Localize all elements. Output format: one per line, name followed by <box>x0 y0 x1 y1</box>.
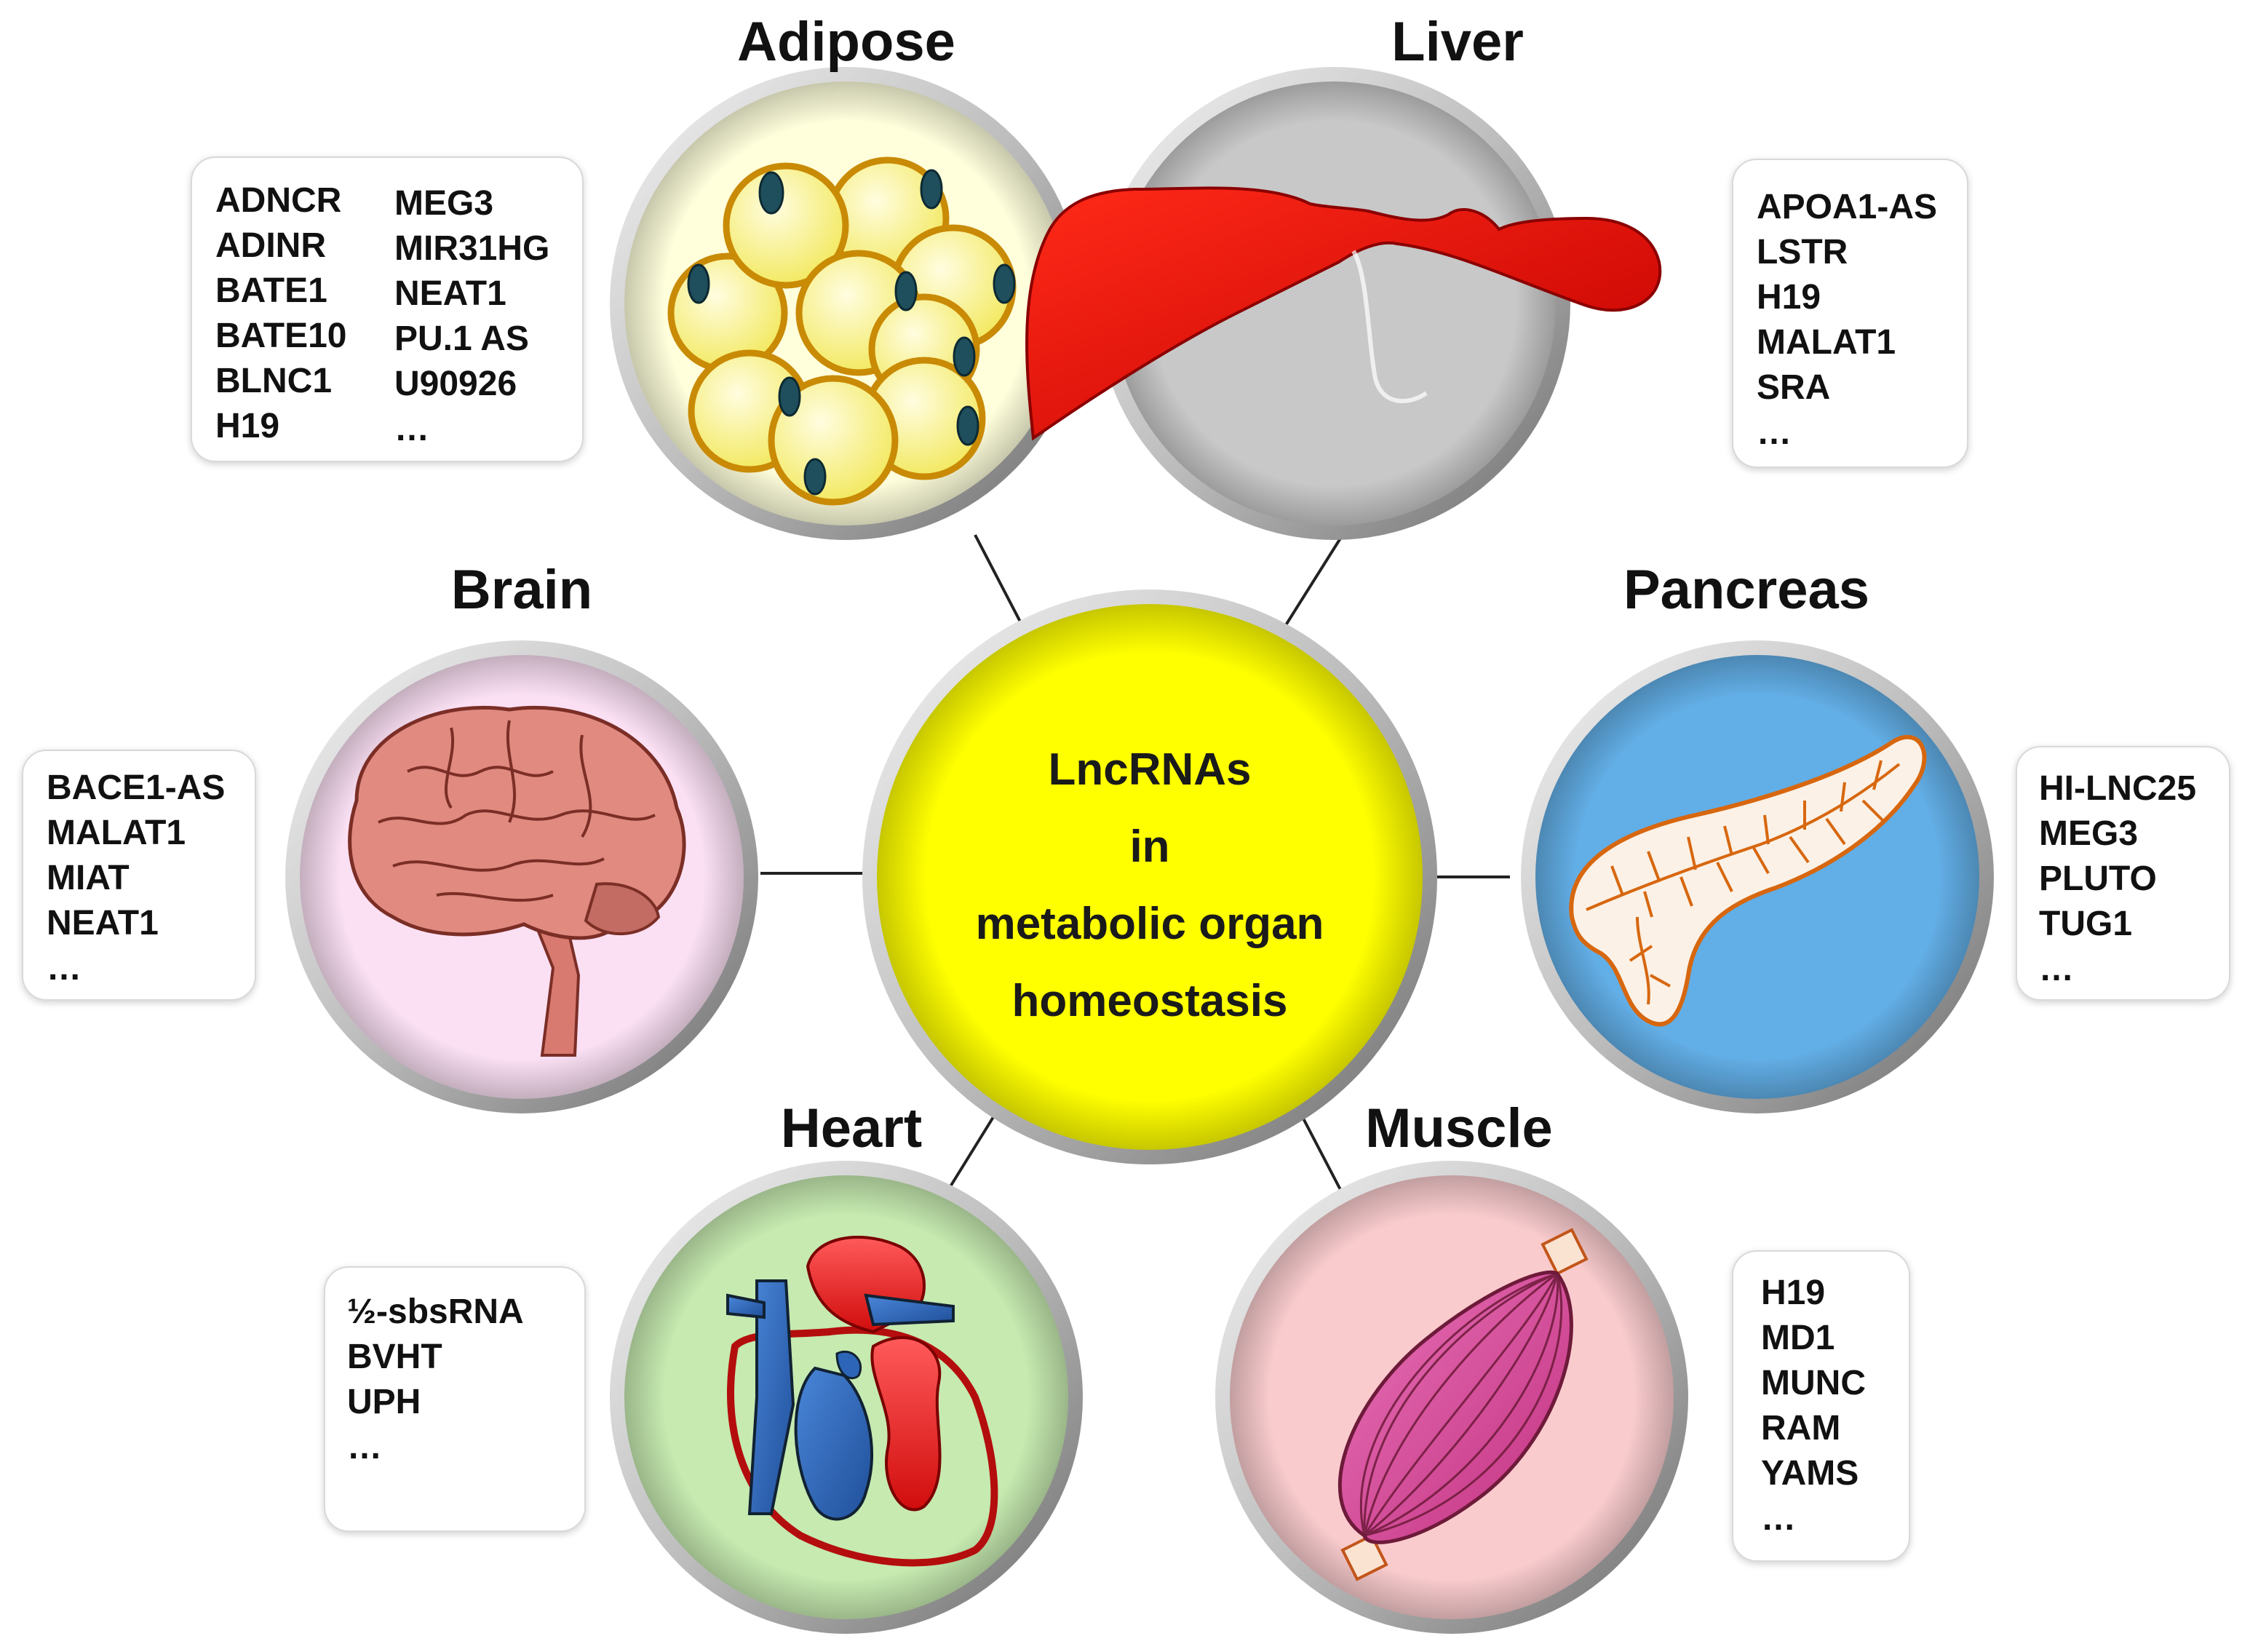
adipose-gene-box: ADNCR ADINR BATE1 BATE10 BLNC1 H19 MEG3 … <box>191 156 584 462</box>
gene-item: YAMS <box>1761 1454 1859 1493</box>
heart-node <box>610 1161 1083 1634</box>
gene-item: PU.1 AS <box>394 319 529 358</box>
adipose-node <box>610 67 1083 540</box>
pancreas-gene-list: HI-LNC25 MEG3 PLUTO TUG1 … <box>2039 766 2196 992</box>
gene-item: … <box>1761 1499 1796 1538</box>
muscle-node <box>1215 1161 1688 1634</box>
gene-item: H19 <box>1757 278 1821 317</box>
center-line-4: homeostasis <box>1011 976 1288 1026</box>
gene-item: APOA1-AS <box>1757 188 1938 226</box>
gene-item: NEAT1 <box>394 274 506 313</box>
pancreas-icon <box>1569 734 1927 1027</box>
gene-item: ADNCR <box>215 181 342 220</box>
muscle-icon <box>1337 1228 1589 1581</box>
gene-item: H19 <box>1761 1274 1826 1312</box>
gene-item: RAM <box>1761 1409 1841 1448</box>
gene-item: MALAT1 <box>1757 323 1896 362</box>
gene-item: … <box>1757 413 1792 452</box>
pancreas-gene-box: HI-LNC25 MEG3 PLUTO TUG1 … <box>2016 746 2230 1001</box>
gene-item: MALAT1 <box>47 814 186 852</box>
gene-item: … <box>47 949 82 988</box>
heart-gene-box: ½-sbsRNA BVHT UPH … <box>324 1266 586 1532</box>
center-line-3: metabolic organ <box>975 899 1324 949</box>
pancreas-title: Pancreas <box>1623 559 1870 621</box>
gene-item: MIR31HG <box>394 229 550 268</box>
gene-item: BLNC1 <box>215 362 333 400</box>
center-line-1: LncRNAs <box>1048 744 1252 795</box>
gene-item: UPH <box>347 1383 421 1421</box>
gene-item: NEAT1 <box>47 904 159 942</box>
connector-muscle <box>1301 1116 1348 1202</box>
center-node <box>862 589 1437 1164</box>
center-label: LncRNAs in metabolic organ homeostasis <box>931 731 1368 1040</box>
gene-item: TUG1 <box>2039 905 2133 943</box>
muscle-gene-list: H19 MD1 MUNC RAM YAMS … <box>1761 1271 1866 1541</box>
gene-item: MUNC <box>1761 1364 1866 1402</box>
gene-item: … <box>2039 950 2074 988</box>
connector-liver <box>1279 533 1344 635</box>
gene-item: … <box>394 410 429 448</box>
brain-node <box>285 640 758 1113</box>
gene-item: ADINR <box>215 226 326 265</box>
brain-gene-list: BACE1-AS MALAT1 MIAT NEAT1 … <box>47 766 225 991</box>
gene-item: BATE10 <box>215 317 347 355</box>
muscle-gene-box: H19 MD1 MUNC RAM YAMS … <box>1732 1250 1910 1562</box>
gene-item: MEG3 <box>2039 814 2139 853</box>
gene-item: HI-LNC25 <box>2039 769 2197 808</box>
gene-item: … <box>347 1428 382 1466</box>
connector-heart <box>945 1116 995 1195</box>
heart-title: Heart <box>780 1097 923 1159</box>
gene-item: H19 <box>215 407 280 445</box>
brain-title: Brain <box>450 559 593 621</box>
liver-gene-list: APOA1-AS LSTR H19 MALAT1 SRA … <box>1757 185 1937 456</box>
liver-title: Liver <box>1391 11 1524 73</box>
heart-gene-list: ½-sbsRNA BVHT UPH … <box>347 1290 524 1470</box>
gene-item: PLUTO <box>2039 859 2157 898</box>
brain-icon <box>348 705 686 1057</box>
liver-node <box>1025 67 1662 540</box>
gene-item: U90926 <box>394 365 517 403</box>
gene-item: SRA <box>1757 368 1831 407</box>
adipose-title: Adipose <box>737 11 955 73</box>
pancreas-node <box>1521 640 1994 1113</box>
muscle-title: Muscle <box>1365 1097 1553 1159</box>
gene-item: MEG3 <box>394 184 494 223</box>
brain-gene-box: BACE1-AS MALAT1 MIAT NEAT1 … <box>22 750 256 1001</box>
adipose-gene-list-2: MEG3 MIR31HG NEAT1 PU.1 AS U90926 … <box>394 181 549 452</box>
gene-item: LSTR <box>1757 233 1848 271</box>
adipose-gene-list-1: ADNCR ADINR BATE1 BATE10 BLNC1 H19 <box>215 178 347 449</box>
gene-item: BATE1 <box>215 271 327 310</box>
fat-cells-icon <box>667 156 1017 506</box>
gene-item: BVHT <box>347 1338 442 1376</box>
connector-adipose <box>974 534 1024 627</box>
heart-icon <box>726 1236 998 1567</box>
gene-item: MIAT <box>47 859 130 897</box>
liver-gene-box: APOA1-AS LSTR H19 MALAT1 SRA … <box>1732 159 1968 468</box>
center-line-2: in <box>1129 822 1170 872</box>
gene-item: BACE1-AS <box>47 769 226 807</box>
gene-item: ½-sbsRNA <box>347 1292 524 1331</box>
liver-icon <box>1025 186 1662 441</box>
gene-item: MD1 <box>1761 1319 1835 1357</box>
